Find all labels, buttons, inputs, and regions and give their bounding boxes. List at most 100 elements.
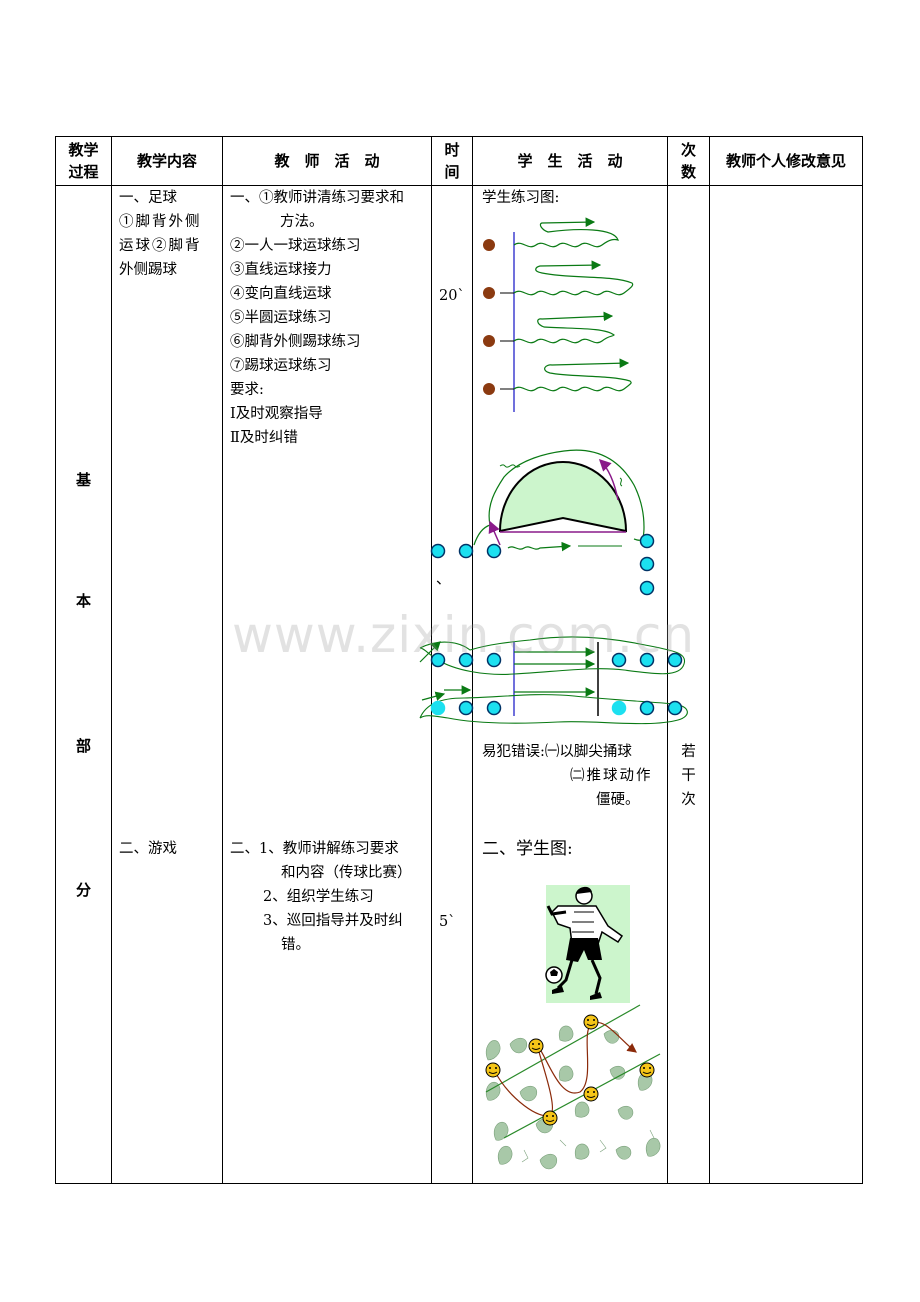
header-time: 时 间 (444, 141, 460, 181)
smiley-player (528, 1038, 544, 1054)
player-dot (486, 543, 502, 559)
player-dot (458, 700, 474, 716)
student-error-line-1: 易犯错误:㈠以脚尖捅球 (482, 744, 632, 760)
section-char-1: 基 (75, 471, 91, 489)
player-dot (639, 700, 655, 716)
teacher-line: 错。 (281, 937, 310, 953)
teacher-line: Ⅱ及时纠错 (230, 430, 298, 446)
boundary-line (485, 1004, 641, 1093)
player-dot (483, 239, 495, 251)
teacher-line: 一、①教师讲清练习要求和 (230, 190, 404, 206)
teacher-line: Ⅰ及时观察指导 (230, 406, 323, 422)
teacher-line: 要求: (230, 382, 264, 398)
content-part2: 二、游戏 (119, 841, 177, 857)
player-dot (430, 652, 446, 668)
count-char: 次 (681, 792, 696, 808)
content-line: 外侧踢球 (119, 262, 177, 278)
player-dot (639, 652, 655, 668)
col-border-1 (111, 136, 112, 1184)
teacher-line: ⑦踢球运球练习 (230, 358, 332, 374)
header-process: 教学 过程 (68, 141, 99, 181)
dribble-path (513, 311, 615, 344)
player-arm (546, 905, 567, 916)
player-dot (667, 700, 683, 716)
teacher-line: ③直线运球接力 (230, 262, 332, 278)
time-2: 5` (439, 914, 456, 930)
teacher-line: 二、1、教师讲解练习要求 (230, 841, 399, 857)
col-border-6 (709, 136, 710, 1184)
player-boots (552, 986, 602, 1000)
dribble-path (513, 217, 619, 248)
time-mark: 、 (436, 572, 451, 588)
player-dot (611, 700, 627, 716)
header-bottom-border (55, 185, 863, 186)
smiley-player (542, 1110, 558, 1126)
teacher-line: 2、组织学生练习 (263, 889, 374, 905)
smiley-player (583, 1086, 599, 1102)
teacher-line: 方法。 (280, 214, 324, 230)
student-diagram-title: 学生练习图: (482, 190, 560, 206)
player-dot (483, 287, 495, 299)
soccer-player-illustration (545, 885, 630, 1003)
section-char-2: 本 (75, 592, 91, 610)
dribble-path (513, 260, 634, 296)
player-shorts (566, 938, 602, 962)
purple-arrow (488, 520, 501, 546)
player-dot (458, 652, 474, 668)
section-char-3: 部 (75, 737, 91, 755)
table-bottom-border (55, 1183, 863, 1184)
player-dot (639, 533, 655, 549)
player-dot (430, 543, 446, 559)
smiley-player (639, 1062, 655, 1078)
col-border-0 (55, 136, 56, 1184)
teacher-line: ⑤半圆运球练习 (230, 310, 332, 326)
table-top-border (55, 136, 863, 137)
leaf-pattern (485, 1025, 661, 1170)
ball-pattern (550, 969, 558, 976)
teacher-line: ⑥脚背外侧踢球练习 (230, 334, 361, 350)
teacher-line: ②一人一球运球练习 (230, 238, 361, 254)
player-dot (639, 556, 655, 572)
dribble-path (513, 358, 632, 392)
passing-game-illustration (485, 1004, 661, 1170)
header-opinion: 教师个人修改意见 (725, 152, 846, 170)
semicircle-diagram (430, 449, 655, 596)
player-dot (667, 652, 683, 668)
player-dot (639, 580, 655, 596)
player-dot (486, 652, 502, 668)
dribble-lanes-diagram (483, 217, 634, 412)
purple-arrow (598, 458, 619, 501)
green-arrow (421, 691, 446, 701)
teacher-activities-2: 二、1、教师讲解练习要求 和内容（传球比赛） 2、组织学生练习 3、巡回指导并及… (230, 837, 430, 957)
count-char: 干 (681, 768, 696, 784)
smiley-player (485, 1062, 501, 1078)
count-text: 若 干 次 (668, 740, 709, 812)
content-line: 一、足球 (119, 190, 177, 206)
teacher-line: ④变向直线运球 (230, 286, 332, 302)
col-border-7 (862, 136, 863, 1184)
header-teacher: 教 师 活 动 (274, 152, 380, 170)
header-student: 学 生 活 动 (517, 152, 623, 170)
student-error-line-3: 僵硬。 (596, 792, 640, 808)
player-legs (556, 959, 602, 995)
player-dot (458, 543, 474, 559)
teacher-line: 和内容（传球比赛） (281, 865, 412, 881)
teacher-activities-1: 一、①教师讲清练习要求和 方法。 ②一人一球运球练习 ③直线运球接力 ④变向直线… (230, 186, 430, 450)
content-part1: 一、足球 ①脚背外侧 运球②脚背 外侧踢球 (119, 186, 219, 282)
loop-path (419, 694, 688, 725)
player-dot (486, 700, 502, 716)
boundary-line (503, 1053, 661, 1139)
col-border-5 (667, 136, 668, 1184)
count-char: 若 (681, 744, 696, 760)
player-dot (483, 335, 495, 347)
content-line: ①脚背外侧 (119, 214, 202, 230)
player-dot (611, 652, 627, 668)
time-1: 20` (439, 288, 465, 304)
student-error-line-2: ㈡推球动作 (570, 768, 653, 784)
content-line: 运球②脚背 (119, 238, 202, 254)
player-dot (483, 383, 495, 395)
teacher-line: 3、巡回指导并及时纠 (263, 913, 403, 929)
section-char-4: 分 (75, 881, 91, 899)
player-dot (430, 700, 446, 716)
header-count: 次 数 (680, 141, 696, 181)
